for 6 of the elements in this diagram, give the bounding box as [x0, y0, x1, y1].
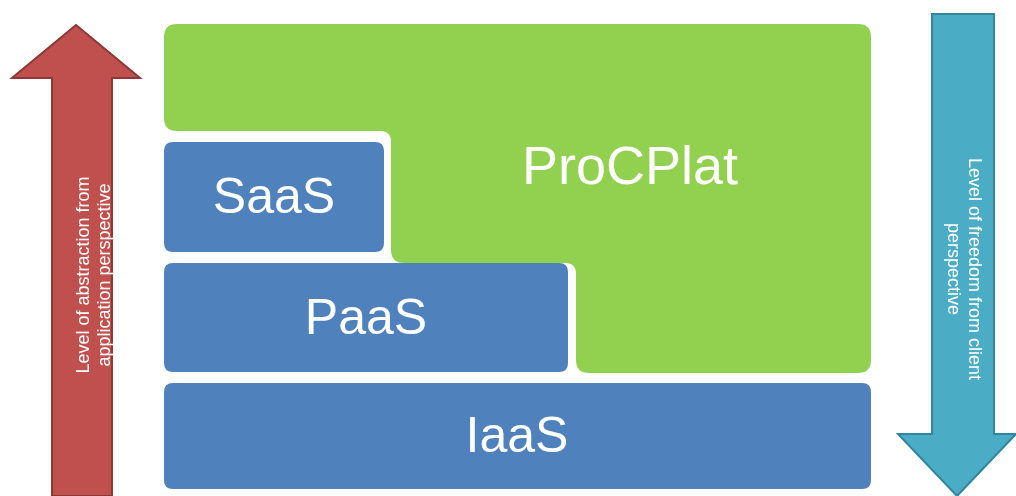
layer-label: ProCPlat — [521, 133, 739, 197]
layer-label: SaaS — [212, 168, 336, 226]
layer-label: PaaS — [304, 289, 428, 347]
layer-label: IaaS — [465, 407, 569, 465]
axis-label: Level of abstraction from application perspective — [73, 175, 115, 376]
axis-label: Level of freedom from client perspective — [943, 156, 985, 383]
